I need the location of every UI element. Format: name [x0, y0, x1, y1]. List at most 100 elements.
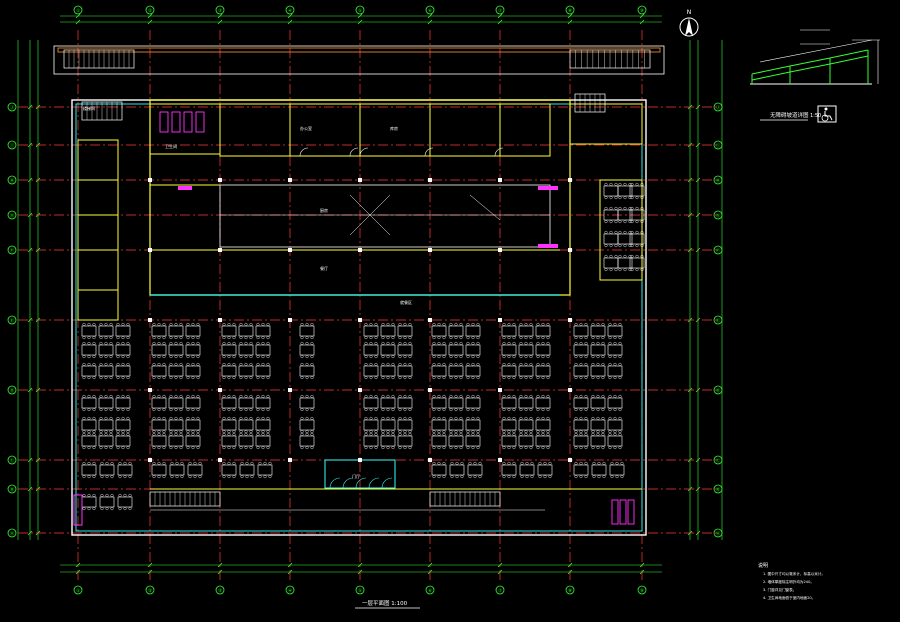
chair [613, 322, 617, 326]
column [498, 318, 502, 322]
chair [121, 408, 125, 412]
chair [604, 268, 608, 272]
chair [408, 446, 412, 450]
door-swing [368, 477, 380, 489]
chair [604, 254, 608, 258]
chair [604, 220, 608, 224]
chair [525, 461, 529, 465]
dining-table [238, 397, 254, 409]
chair [266, 355, 270, 359]
chair [364, 336, 368, 340]
dining-table [573, 365, 589, 377]
chair [455, 461, 459, 465]
chair [109, 408, 113, 412]
chair [442, 362, 446, 366]
chair [536, 432, 540, 436]
chair [608, 336, 612, 340]
chair [99, 394, 103, 398]
dining-table [397, 435, 413, 447]
chair [613, 376, 617, 380]
dining-table [98, 435, 114, 447]
chair [169, 322, 173, 326]
chair [442, 408, 446, 412]
dining-table [535, 344, 551, 356]
chair [92, 507, 96, 511]
chair [261, 322, 265, 326]
chair [305, 394, 309, 398]
axis-bubble [7, 210, 17, 220]
chair [186, 416, 190, 420]
dining-table [151, 325, 167, 337]
dining-table [590, 435, 606, 447]
chair [449, 432, 453, 436]
dim-tick [639, 19, 645, 25]
dining-table [607, 419, 623, 431]
chair [596, 446, 600, 450]
chair [222, 446, 226, 450]
chair [263, 461, 267, 465]
chair [536, 355, 540, 359]
dining-table [519, 464, 535, 476]
dim-tick [27, 104, 33, 110]
chair [105, 461, 109, 465]
chair [459, 376, 463, 380]
dining-table [431, 325, 447, 337]
chair [174, 376, 178, 380]
chair [623, 244, 627, 248]
chair [82, 475, 86, 479]
chair [476, 432, 480, 436]
dining-table [629, 233, 645, 245]
chair [507, 355, 511, 359]
chair [614, 182, 618, 186]
chair [442, 475, 446, 479]
dining-table [501, 325, 517, 337]
dining-table [168, 365, 184, 377]
chair [618, 394, 622, 398]
chair [82, 355, 86, 359]
chair [536, 341, 540, 345]
chair [442, 336, 446, 340]
dining-table [397, 344, 413, 356]
chair [157, 355, 161, 359]
chair [179, 322, 183, 326]
chair [92, 446, 96, 450]
chair [222, 432, 226, 436]
chair [459, 416, 463, 420]
chair [591, 336, 595, 340]
chair [364, 376, 368, 380]
room-stair-label: 楼梯间 [83, 105, 95, 111]
hatch-line [349, 194, 391, 236]
axis-bubble [495, 5, 505, 15]
chair [169, 416, 173, 420]
chair [104, 416, 108, 420]
chair [597, 461, 601, 465]
chair [442, 432, 446, 436]
chair [157, 416, 161, 420]
chair [104, 432, 108, 436]
chair [519, 336, 523, 340]
chair [82, 322, 86, 326]
chair [249, 355, 253, 359]
chair [381, 446, 385, 450]
column [288, 178, 292, 182]
chair [635, 230, 639, 234]
chair [244, 322, 248, 326]
chair [310, 376, 314, 380]
dining-table [81, 435, 97, 447]
axis-row-label: Ⓐ [10, 530, 15, 537]
chair [240, 461, 244, 465]
chair [169, 432, 173, 436]
chair [398, 408, 402, 412]
chair [459, 355, 463, 359]
chair [374, 432, 378, 436]
chair [546, 416, 550, 420]
chair [512, 432, 516, 436]
chair [157, 376, 161, 380]
chair [584, 394, 588, 398]
chair [408, 408, 412, 412]
chair [266, 362, 270, 366]
chair [157, 408, 161, 412]
chair [232, 432, 236, 436]
chair [87, 336, 91, 340]
chair [398, 416, 402, 420]
